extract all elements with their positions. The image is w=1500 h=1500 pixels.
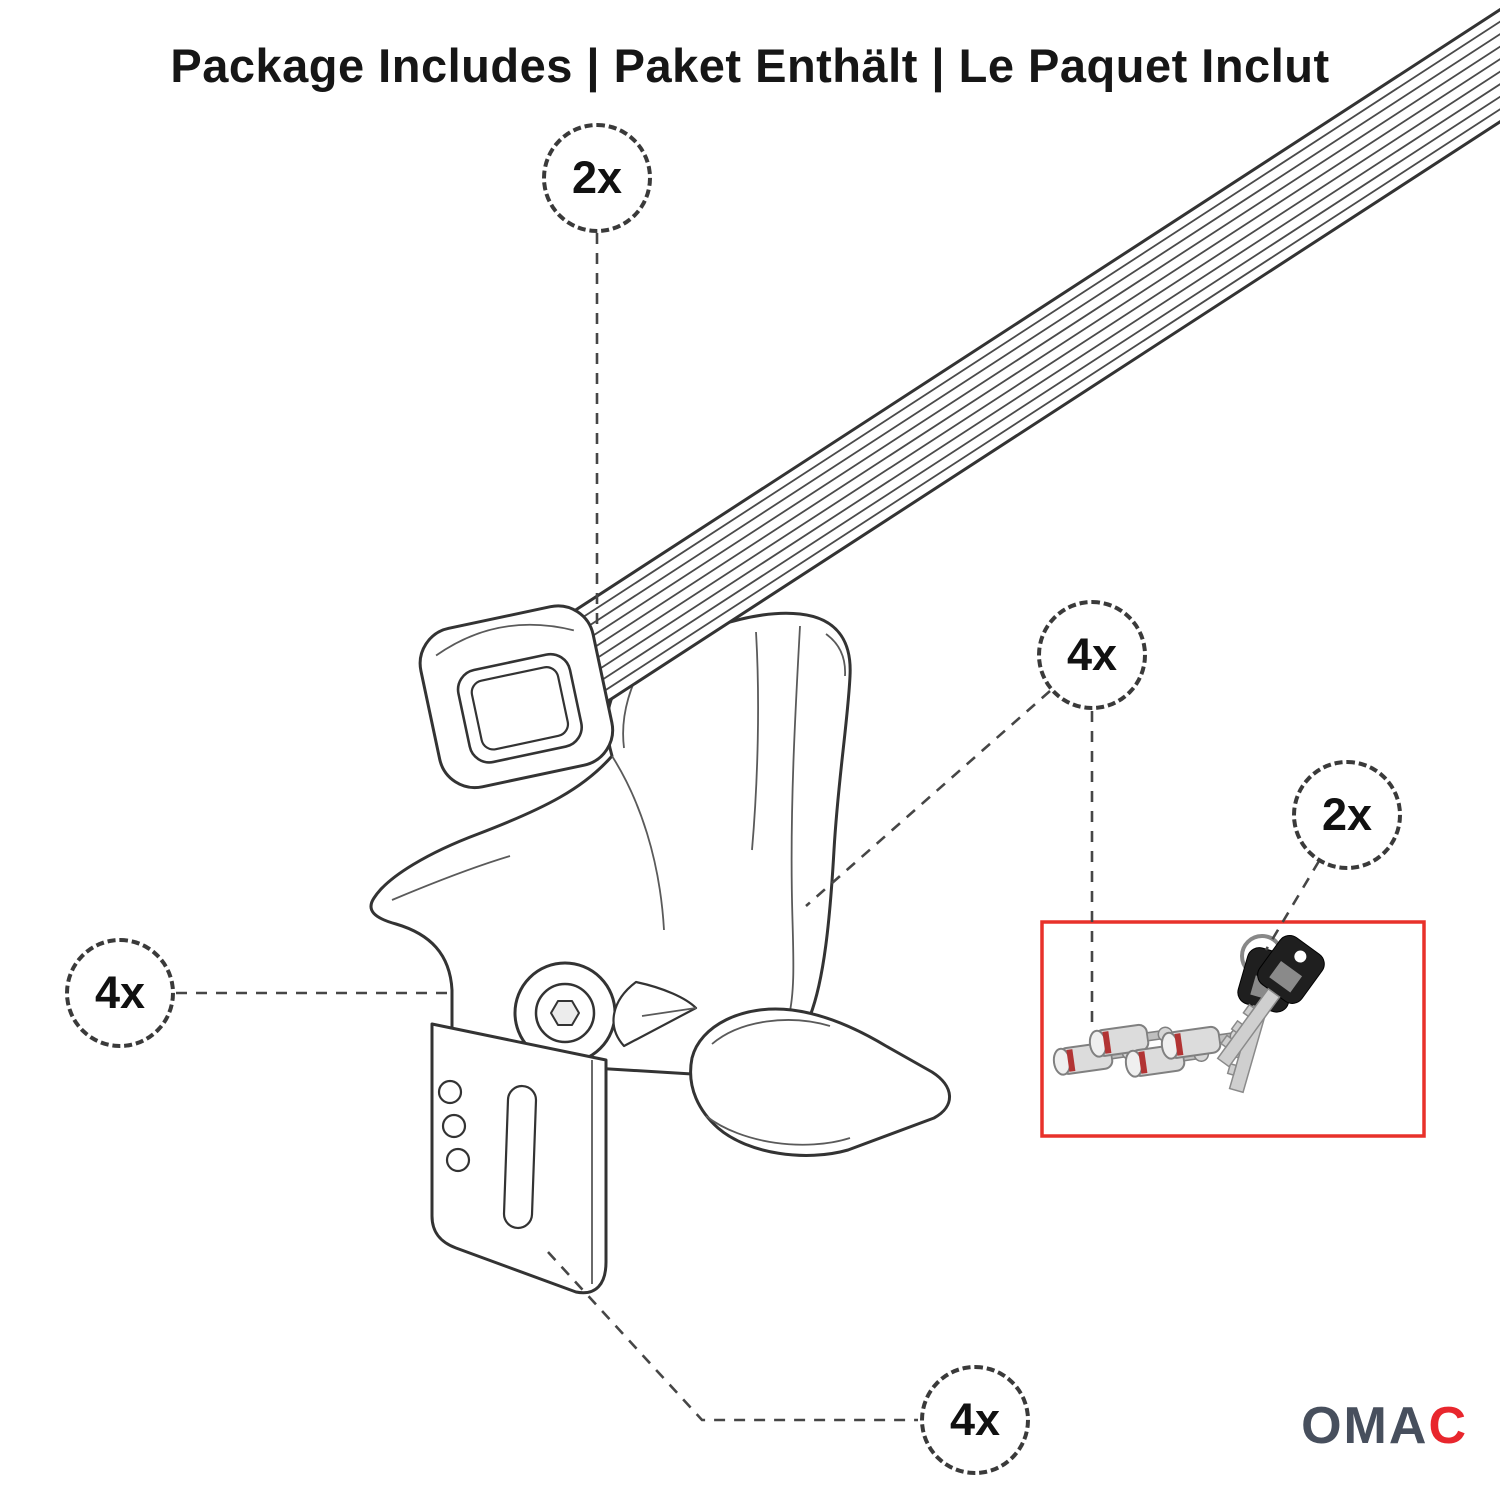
- bolt-hex: [550, 1000, 580, 1026]
- base-pad-drawing: [689, 1007, 951, 1157]
- logo-text-accent: C: [1428, 1397, 1468, 1455]
- crossbar-drawing: [512, 0, 1500, 731]
- callout-keys-qty: 2x: [1292, 760, 1402, 870]
- leader-clamp: [547, 1251, 918, 1422]
- callout-clamp-qty: 4x: [920, 1365, 1030, 1475]
- clamp-bracket-drawing: [430, 1022, 608, 1295]
- callout-crossbar-qty: 2x: [542, 123, 652, 233]
- logo-text-main: OMA: [1301, 1397, 1429, 1455]
- leader-keys: [1264, 860, 1321, 951]
- callout-locks-qty: 4x: [1037, 600, 1147, 710]
- keys-image: [1201, 929, 1330, 1099]
- leader-lines: [176, 233, 1321, 1422]
- omac-logo: OMAC: [1301, 1400, 1468, 1452]
- mounting-foot-drawing: [369, 611, 852, 1076]
- page-title: Package Includes | Paket Enthält | Le Pa…: [170, 39, 1330, 92]
- end-cap-drawing: [418, 604, 615, 790]
- leader-locks-diagonal: [805, 690, 1051, 907]
- callout-foot-qty: 4x: [65, 938, 175, 1048]
- included-hardware-box: [1040, 920, 1426, 1138]
